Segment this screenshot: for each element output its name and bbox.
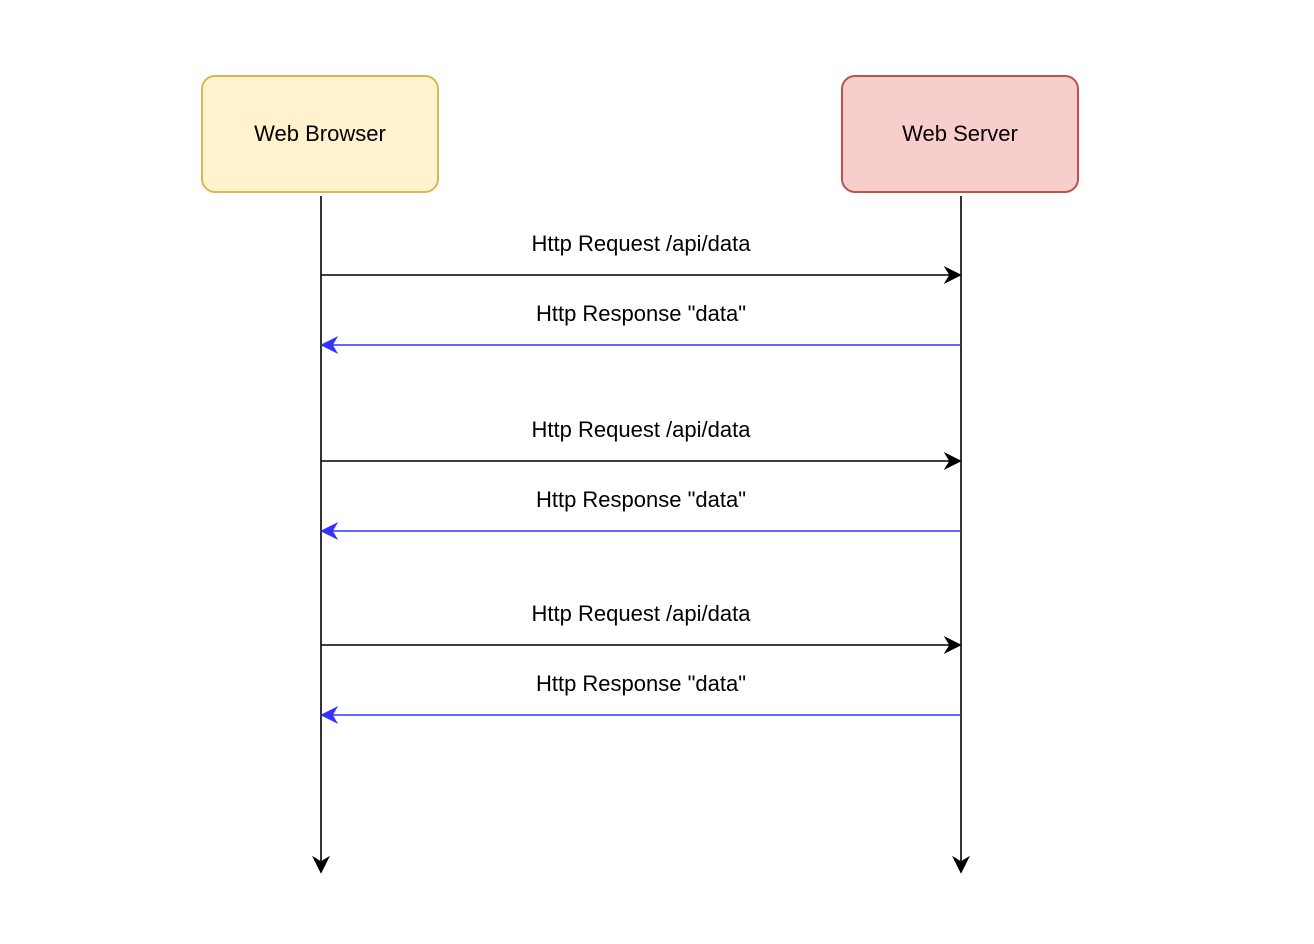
response-label: Http Response "data" [535,487,747,512]
request-label: Http Request /api/data [531,417,751,442]
response-label: Http Response "data" [535,671,747,696]
message-arrows [320,266,962,724]
response-label: Http Response "data" [535,301,747,326]
web-server-label: Web Server [902,121,1018,146]
lifelines [312,196,970,874]
web-browser-participant[interactable]: Web Browser [201,75,439,193]
request-label: Http Request /api/data [531,601,751,626]
web-browser-label: Web Browser [254,121,386,146]
request-label: Http Request /api/data [531,231,751,256]
web-server-participant[interactable]: Web Server [841,75,1079,193]
